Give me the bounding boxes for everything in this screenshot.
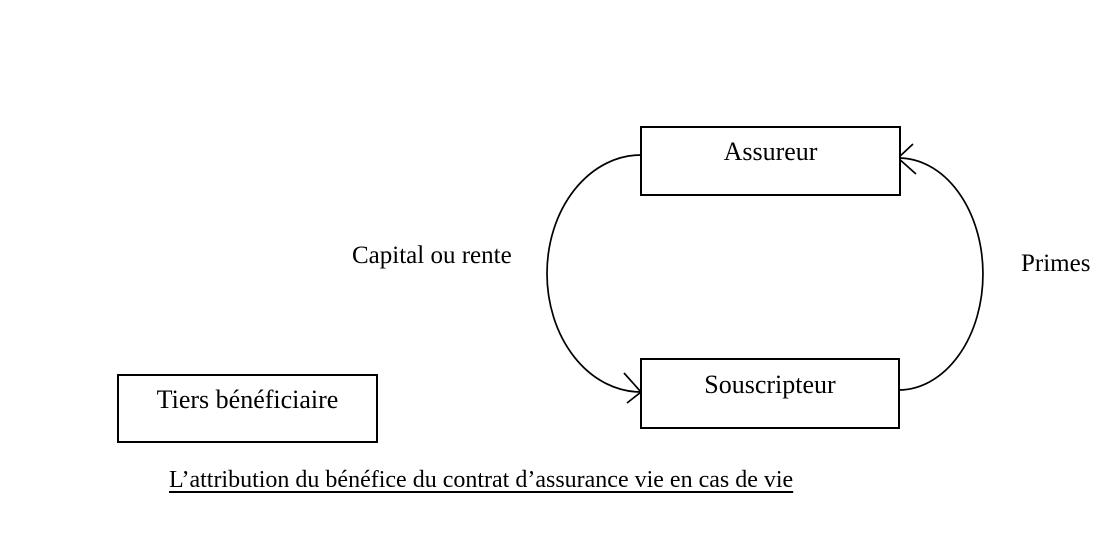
souscripteur-box-label: Souscripteur — [704, 369, 836, 399]
assureur-box: Assureur — [640, 126, 901, 196]
capital-flow-curve — [546, 154, 642, 393]
tiers-beneficiaire-box-label: Tiers bénéficiaire — [156, 384, 339, 414]
primes-flow-curve — [897, 157, 984, 391]
capital-flow-label: Capital ou rente — [352, 242, 512, 269]
diagram-caption: L’attribution du bénéfice du contrat d’a… — [169, 467, 794, 493]
capital-flow-arrowhead-icon — [623, 372, 643, 404]
tiers-beneficiaire-box: Tiers bénéficiaire — [117, 374, 378, 443]
primes-flow-label: Primes — [1021, 250, 1091, 277]
souscripteur-box: Souscripteur — [640, 358, 900, 429]
assureur-box-label: Assureur — [723, 137, 818, 166]
